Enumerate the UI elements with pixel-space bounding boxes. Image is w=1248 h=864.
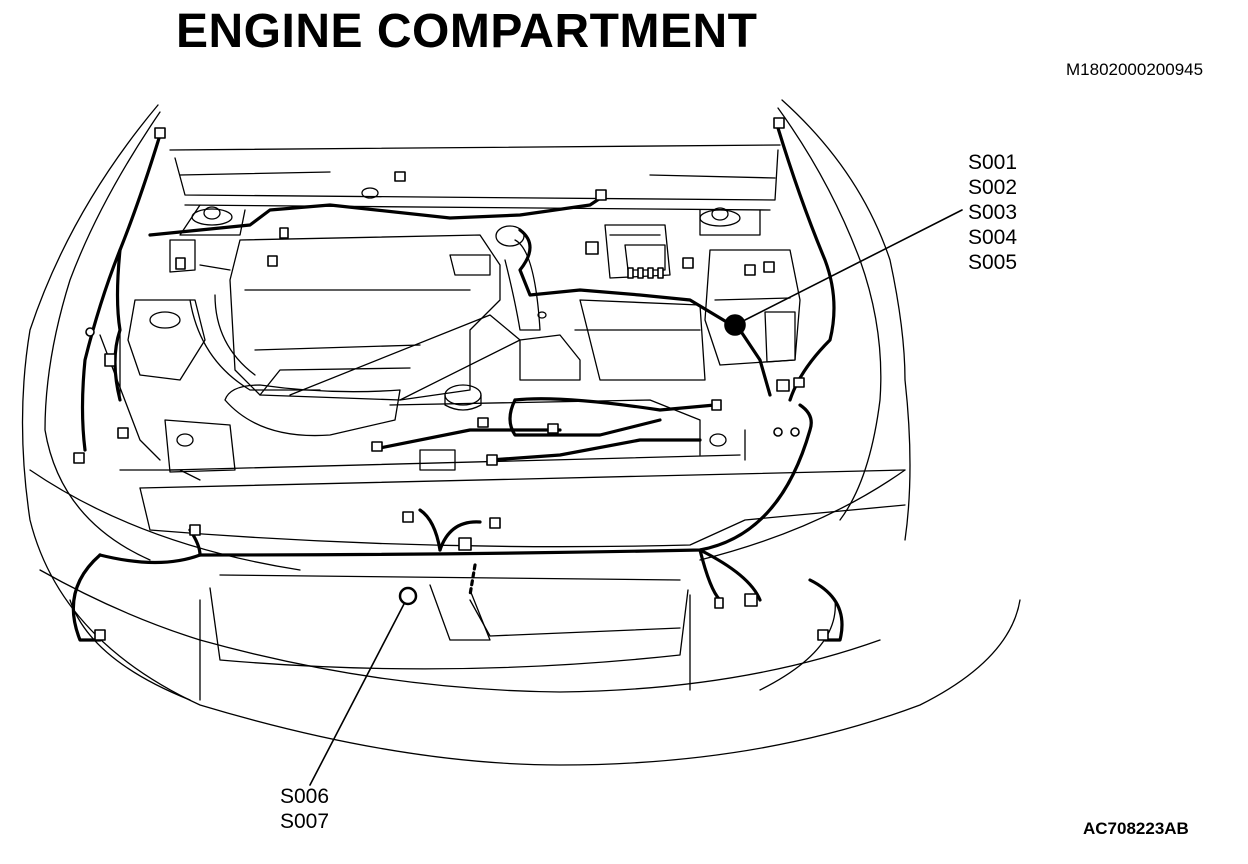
callout-splices-upper: S001 S002 S003 S004 S005 [968, 150, 1017, 275]
car-body [21, 99, 1021, 766]
callout-label-s001: S001 [968, 151, 1018, 174]
callout-label-s004: S004 [968, 226, 1018, 249]
splice-marker-s001-s005 [724, 314, 746, 336]
wiring-harness [71, 126, 844, 642]
engine-block [99, 224, 801, 473]
leader-line-s006-s007 [309, 603, 405, 786]
leader-line-s001-s005 [744, 209, 963, 321]
connectors [73, 117, 829, 641]
splice-marker-s006-s007 [398, 586, 418, 606]
splice-markers [309, 209, 963, 786]
callout-label-s003: S003 [968, 201, 1018, 224]
callout-label-s002: S002 [968, 176, 1018, 199]
callout-splices-lower: S006 S007 [280, 784, 329, 834]
diagram-title: ENGINE COMPARTMENT [176, 5, 758, 58]
cowl-panel [169, 144, 781, 236]
callout-label-s005: S005 [968, 251, 1018, 274]
callout-label-s007: S007 [280, 810, 330, 833]
document-code: M1802000200945 [1066, 60, 1204, 79]
figure-code: AC708223AB [1083, 819, 1189, 838]
callout-label-s006: S006 [280, 785, 330, 808]
